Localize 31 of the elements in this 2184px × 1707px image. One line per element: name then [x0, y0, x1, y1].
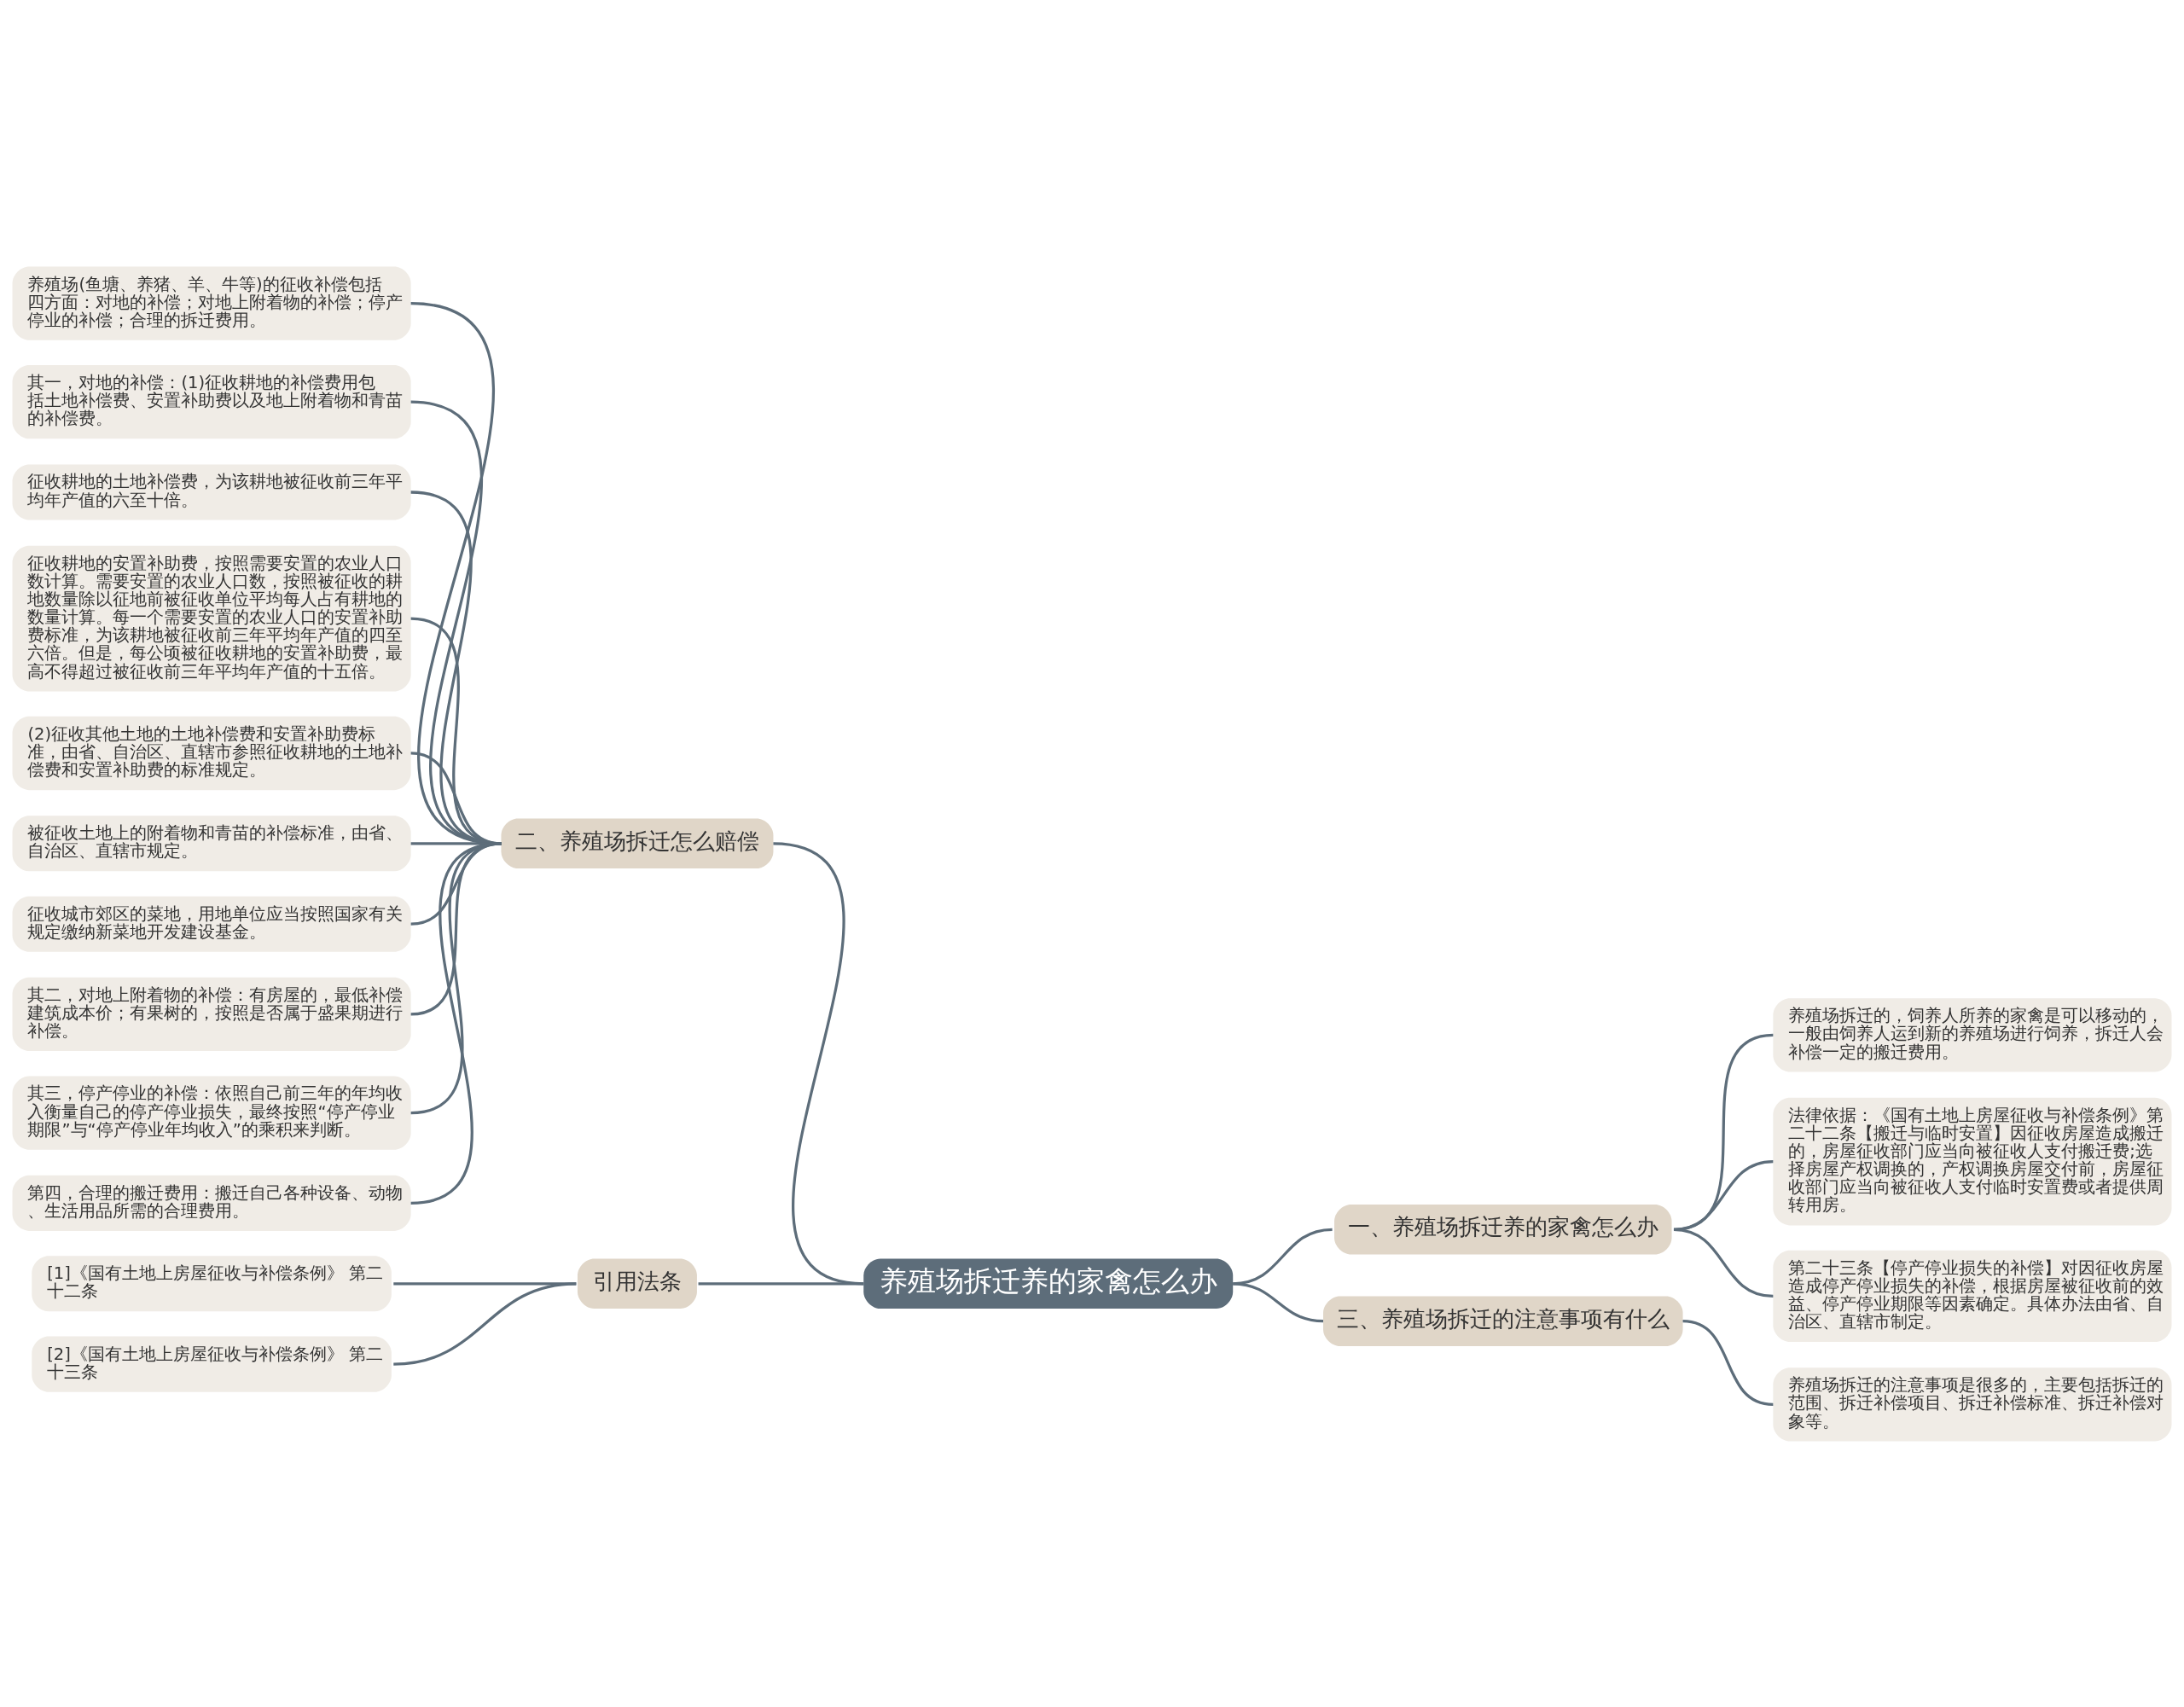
connector	[1682, 1319, 1774, 1406]
connector	[410, 841, 502, 1016]
node-box: 其一，对地的补偿：(1)征收耕地的补偿费用包括土地补偿费、安置补助费以及地上附着物和青苗的补偿费。	[12, 364, 411, 438]
node-box: 第二十三条【停产停业损失的补偿】对因征收房屋造成停产停业损失的补偿，根据房屋被征收前的效益、停产停业期限等因素确定。具体办法由省、自治区、直辖市制定。	[1773, 1250, 2172, 1342]
node-box: 养殖场拆迁的，饲养人所养的家禽是可以移动的，一般由饲养人运到新的养殖场进行饲养，拆迁人会补偿一定的搬迁费用。	[1773, 997, 2172, 1072]
node-box: 二、养殖场拆迁怎么赔偿	[501, 818, 774, 868]
connector	[1233, 1281, 1324, 1322]
node-box: 征收城市郊区的菜地，用地单位应当按照国家有关规定缴纳新菜地开发建设基金。	[12, 896, 411, 952]
node-box: [2]《国有土地上房屋征收与补偿条例》 第二十三条	[32, 1336, 392, 1392]
node-box: 养殖场(鱼塘、养猪、羊、牛等)的征收补偿包括四方面：对地的补偿；对地上附着物的补偿；停产停业的补偿；合理的拆迁费用。	[12, 266, 411, 340]
connector	[698, 1281, 864, 1285]
connector	[410, 841, 502, 1205]
node-box: 养殖场拆迁的注意事项是很多的，主要包括拆迁的范围、拆迁补偿项目、拆迁补偿标准、拆迁补偿对象等。	[1773, 1367, 2172, 1441]
connector	[410, 841, 502, 1114]
node-box: 被征收土地上的附着物和青苗的补偿标准，由省、自治区、直辖市规定。	[12, 815, 411, 871]
node-box: 引用法条	[577, 1257, 697, 1309]
connector	[393, 1281, 577, 1366]
node-box: 其二，对地上附着物的补偿：有房屋的，最低补偿建筑成本价；有果树的，按照是否属于盛果期进行补偿。	[12, 977, 411, 1051]
node-box: 一、养殖场拆迁养的家禽怎么办	[1334, 1204, 1672, 1255]
node-box: 征收耕地的土地补偿费，为该耕地被征收前三年平均年产值的六至十倍。	[12, 463, 411, 520]
connector	[1673, 1228, 1774, 1298]
node-box: 三、养殖场拆迁的注意事项有什么	[1323, 1295, 1683, 1346]
node-box: 征收耕地的安置补助费，按照需要安置的农业人口数计算。需要安置的农业人口数，按照被征收的耕地数量除以征地前被征收单位平均每人占有耕地的数量计算。每一个需要安置的农业人口的安置补助费标准，为该耕地被征收前三年平均年产值的四至六倍。但是，每公顷被征收耕地的安置补助费，最高不得超过被征收前三年平均年产值的十五倍。	[12, 545, 411, 692]
node-box: 其三，停产停业的补偿：依照自己前三年的年均收入衡量自己的停产停业损失，最终按照“停产停业期限”与“停产停业年均收入”的乘积来判断。	[12, 1075, 411, 1150]
node-box: 法律依据：《国有土地上房屋征收与补偿条例》第二十二条【搬迁与临时安置】因征收房屋造成搬迁的，房屋征收部门应当向被征收人支付搬迁费;选择房屋产权调换的，产权调换房屋交付前，房屋征收部门应当向被征收人支付临时安置费或者提供周转用房。	[1773, 1097, 2172, 1225]
connector	[1673, 1033, 1774, 1231]
node-box: 养殖场拆迁养的家禽怎么办	[863, 1257, 1234, 1309]
connector	[1673, 1159, 1774, 1231]
node-box: [1]《国有土地上房屋征收与补偿条例》 第二十二条	[32, 1255, 392, 1311]
node-box: (2)征收其他土地的土地补偿费和安置补助费标准，由省、自治区、直辖市参照征收耕地的土地补偿费和安置补助费的标准规定。	[12, 716, 411, 790]
node-box: 第四，合理的搬迁费用：搬迁自己各种设备、动物、生活用品所需的合理费用。	[12, 1175, 411, 1231]
